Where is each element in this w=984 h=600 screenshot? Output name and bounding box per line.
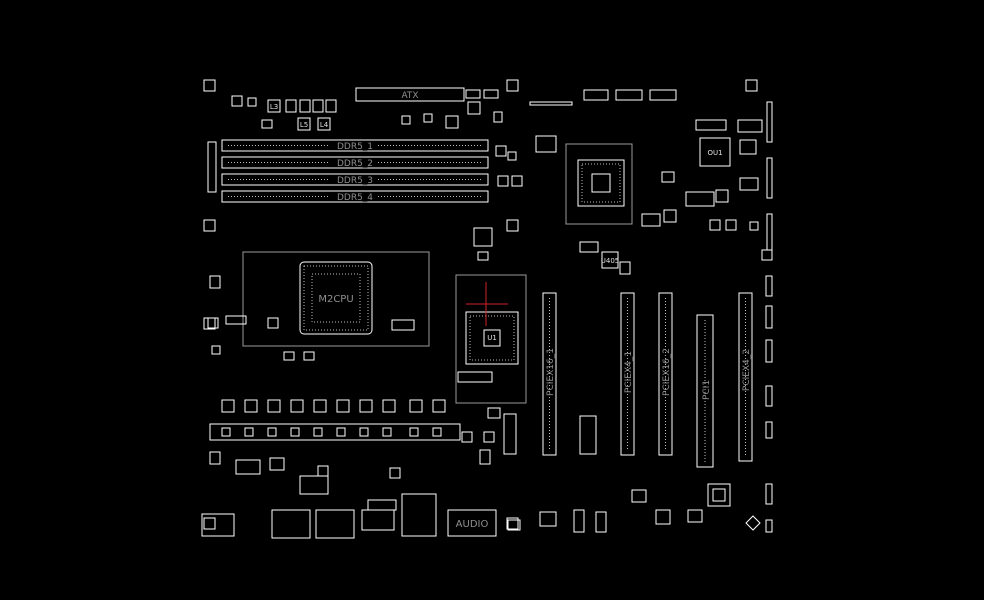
u1-chip[interactable]: U1 xyxy=(455,274,527,455)
chipset-passives xyxy=(535,135,677,227)
atx-label: ATX xyxy=(401,91,418,101)
chipset[interactable] xyxy=(565,143,633,225)
slot-pciex16-1[interactable]: PCIEX16_1 xyxy=(542,292,557,456)
ddr-slot-3-label: DDR5_3 xyxy=(337,176,373,186)
ddr-side-passives xyxy=(207,141,523,193)
slot-pci1-label: PCI1 xyxy=(702,380,712,400)
cpu-label: M2CPU xyxy=(318,294,353,305)
atx-connector[interactable]: ATX xyxy=(355,87,465,102)
svg-text:L3: L3 xyxy=(270,103,278,111)
slot-side-parts xyxy=(579,249,773,505)
ddr-slot-3[interactable]: DDR5_3 xyxy=(221,173,489,186)
ou1-passives xyxy=(685,119,763,231)
small-chip-u405[interactable]: U405 xyxy=(579,241,631,275)
svg-text:L4: L4 xyxy=(320,121,329,129)
ddr-slot-2[interactable]: DDR5_2 xyxy=(221,156,489,169)
ddr-slot-1-label: DDR5_1 xyxy=(337,142,373,152)
rear-io xyxy=(201,475,557,539)
vrm-chokes xyxy=(221,399,446,413)
audio-label: AUDIO xyxy=(456,519,489,530)
audio-connector[interactable]: AUDIO xyxy=(447,509,497,537)
ddr-slot-4-label: DDR5_4 xyxy=(337,193,373,203)
slot-pciex4-2[interactable]: PCIEX4_2 xyxy=(738,292,753,462)
slot-pciex16-2[interactable]: PCIEX16_2 xyxy=(658,292,673,456)
mounting-holes xyxy=(203,79,758,530)
slot-pciex4-1-label: PCIEX4_1 xyxy=(624,351,634,393)
slot-pciex4-2-label: PCIEX4_2 xyxy=(742,349,752,391)
ou1-chip[interactable]: OU1 xyxy=(699,137,731,167)
svg-text:U405: U405 xyxy=(601,257,619,265)
slot-pciex16-2-label: PCIEX16_2 xyxy=(662,348,672,396)
bottom-right-parts xyxy=(573,483,773,533)
cpu-socket[interactable]: M2CPU xyxy=(242,251,430,347)
slot-pciex16-1-label: PCIEX16_1 xyxy=(546,348,556,396)
cpu-passives xyxy=(207,227,493,361)
vrm-mosfets xyxy=(209,423,495,479)
slot-pci1[interactable]: PCI1 xyxy=(696,314,714,468)
ddr-slot-2-label: DDR5_2 xyxy=(337,159,373,169)
passive-group-top-left: L3 L5 L4 xyxy=(231,95,503,131)
ddr-slot-4[interactable]: DDR5_4 xyxy=(221,190,489,203)
slot-pciex4-1[interactable]: PCIEX4_1 xyxy=(620,292,635,456)
svg-text:L5: L5 xyxy=(300,121,308,129)
ddr-slot-1[interactable]: DDR5_1 xyxy=(221,139,489,152)
ou1-label: OU1 xyxy=(707,149,722,157)
u1-label: U1 xyxy=(487,334,497,342)
